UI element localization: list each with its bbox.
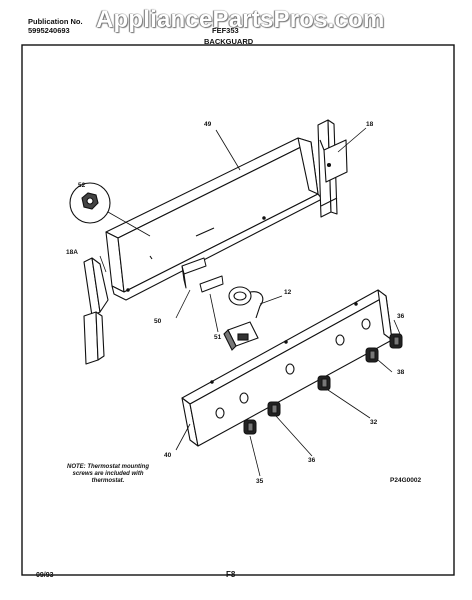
callout-12: 12 bbox=[284, 289, 292, 296]
backguard-panel bbox=[105, 137, 323, 301]
knob-2 bbox=[267, 401, 281, 417]
footer-date: 09/93 bbox=[36, 572, 54, 579]
knob-3 bbox=[317, 375, 331, 391]
publication-label: Publication No. bbox=[28, 17, 83, 26]
callout-36-top: 36 bbox=[397, 313, 405, 320]
nut-part bbox=[69, 182, 111, 224]
callout-18: 18 bbox=[366, 121, 374, 128]
model-number: FEF353 bbox=[212, 26, 239, 35]
callout-36-bottom: 36 bbox=[308, 457, 316, 464]
left-side-bracket bbox=[83, 257, 109, 365]
callout-49: 49 bbox=[204, 121, 212, 128]
knob-5 bbox=[389, 333, 403, 349]
diagram-code: P24G0002 bbox=[390, 477, 422, 484]
control-knobs bbox=[243, 333, 403, 435]
callout-38: 38 bbox=[397, 369, 405, 376]
thermostat-note: NOTE: Thermostat mounting screws are inc… bbox=[67, 464, 149, 484]
callout-52: 52 bbox=[78, 182, 86, 189]
watermark-logo: AppliancePartsPros.com bbox=[96, 6, 385, 33]
knob-4 bbox=[365, 347, 379, 363]
callout-32: 32 bbox=[370, 419, 378, 426]
callout-50: 50 bbox=[154, 318, 162, 325]
knob-1 bbox=[243, 419, 257, 435]
callout-35: 35 bbox=[256, 478, 264, 485]
callout-51: 51 bbox=[214, 334, 222, 341]
section-title: BACKGUARD bbox=[204, 37, 254, 46]
spacer-brackets bbox=[181, 257, 224, 293]
callout-40: 40 bbox=[164, 452, 172, 459]
diagram-frame bbox=[21, 44, 455, 576]
publication-number: 5995240693 bbox=[28, 26, 70, 35]
control-panel bbox=[181, 289, 393, 447]
thermostat-part bbox=[223, 286, 264, 351]
callout-leaders bbox=[99, 127, 401, 477]
right-side-bracket bbox=[317, 119, 348, 218]
callout-18a: 18A bbox=[66, 249, 78, 256]
footer-page: F8 bbox=[226, 570, 236, 579]
